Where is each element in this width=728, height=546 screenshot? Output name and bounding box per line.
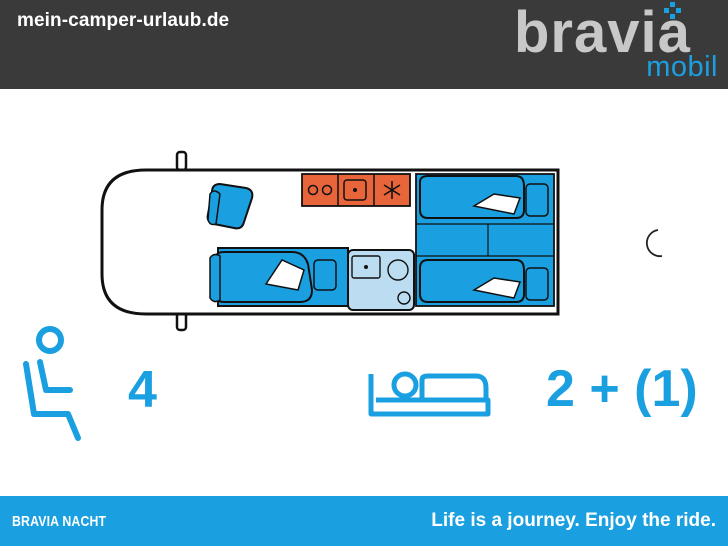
site-url[interactable]: mein-camper-urlaub.de xyxy=(17,10,230,31)
driver-seat xyxy=(206,182,254,230)
moon-icon xyxy=(645,229,663,258)
seat-count: 4 xyxy=(128,361,157,419)
model-name: BRAVIA NACHT xyxy=(12,513,107,530)
bravia-mobil-logo[interactable]: bravia mobil xyxy=(512,2,724,86)
fridge-snowflake-icon xyxy=(383,181,401,199)
logo-dots-icon xyxy=(664,2,681,19)
toilet xyxy=(387,259,409,281)
slogan: Life is a journey. Enjoy the ride. xyxy=(431,510,716,531)
footer: BRAVIA NACHT Life is a journey. Enjoy th… xyxy=(0,496,728,546)
sink xyxy=(343,179,367,201)
mirror-top xyxy=(175,150,188,172)
stove-burner xyxy=(307,184,319,196)
sleeping-person-icon xyxy=(368,371,491,417)
bed-count: 2 + (1) xyxy=(546,360,698,418)
seated-person-icon xyxy=(23,326,81,441)
stove-burner xyxy=(321,184,333,196)
shower-tray xyxy=(351,255,381,279)
floorplan-diagram xyxy=(100,150,560,332)
logo-main-text: bravia xyxy=(514,0,691,65)
logo-sub-text: mobil xyxy=(646,51,718,83)
header: mein-camper-urlaub.de bravia mobil xyxy=(0,0,728,89)
wash-basin xyxy=(397,291,411,305)
bathroom xyxy=(347,249,415,311)
